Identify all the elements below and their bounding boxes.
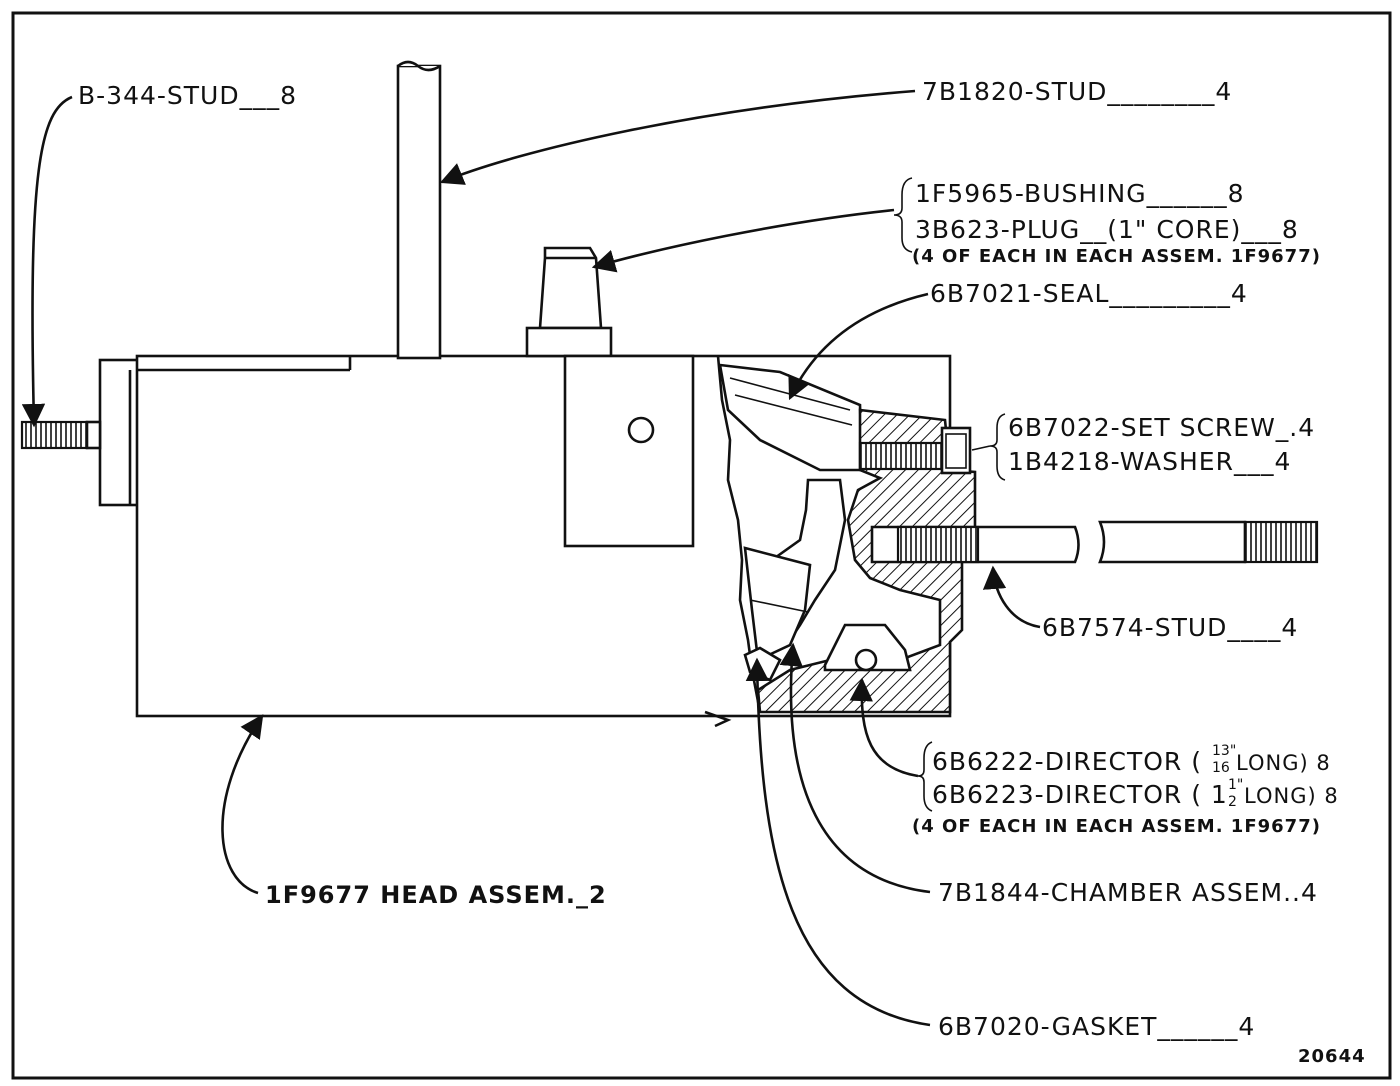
- 7b1820-stud: [396, 60, 442, 360]
- b344-stud: [20, 420, 102, 450]
- cover-plate: [563, 354, 695, 548]
- label-director2-numerator: 1": [1228, 777, 1243, 793]
- chamber-section: [716, 355, 977, 714]
- label-b344-stud: B-344-STUD___8: [78, 81, 297, 110]
- drawing-border: [11, 11, 1392, 1080]
- label-director-6222: 6B6222-DIRECTOR ( 13" 16 LONG) 8: [932, 743, 1331, 776]
- part-labels: B-344-STUD___8 7B1820-STUD________4 1F59…: [78, 77, 1366, 1067]
- label-bushing-note: (4 OF EACH IN EACH ASSEM. 1F9677): [912, 246, 1321, 267]
- label-washer: 1B4218-WASHER___4: [1008, 447, 1291, 476]
- label-6b7574-stud: 6B7574-STUD____4: [1042, 613, 1298, 642]
- 6b7574-stud: [870, 520, 1319, 564]
- label-bushing: 1F5965-BUSHING______8: [915, 179, 1245, 208]
- label-director-6223: 6B6223-DIRECTOR ( 1 1" 2 LONG) 8: [932, 777, 1339, 810]
- label-director1-numerator: 13": [1212, 743, 1236, 759]
- label-gasket: 6B7020-GASKET______4: [938, 1012, 1255, 1041]
- label-plug: 3B623-PLUG__(1" CORE)___8: [915, 215, 1299, 244]
- label-director2-denominator: 2: [1228, 794, 1237, 810]
- label-head-assembly: 1F9677 HEAD ASSEM._2: [265, 881, 607, 909]
- label-set-screw: 6B7022-SET SCREW_.4: [1008, 413, 1315, 442]
- label-chamber-assembly: 7B1844-CHAMBER ASSEM..4: [938, 878, 1318, 907]
- label-seal: 6B7021-SEAL_________4: [930, 279, 1248, 308]
- label-director2-length: LONG) 8: [1244, 784, 1339, 808]
- label-director-note: (4 OF EACH IN EACH ASSEM. 1F9677): [912, 816, 1321, 837]
- drawing-number: 20644: [1298, 1046, 1366, 1067]
- label-director1-length: LONG) 8: [1236, 751, 1331, 775]
- leader-lines: [21, 89, 1041, 1027]
- bushing-plug: [525, 246, 613, 358]
- label-director1-denominator: 16: [1212, 760, 1230, 776]
- label-director1-name: 6B6222-DIRECTOR (: [932, 747, 1202, 776]
- label-director2-name: 6B6223-DIRECTOR ( 1: [932, 780, 1228, 809]
- label-7b1820-stud: 7B1820-STUD________4: [922, 77, 1232, 106]
